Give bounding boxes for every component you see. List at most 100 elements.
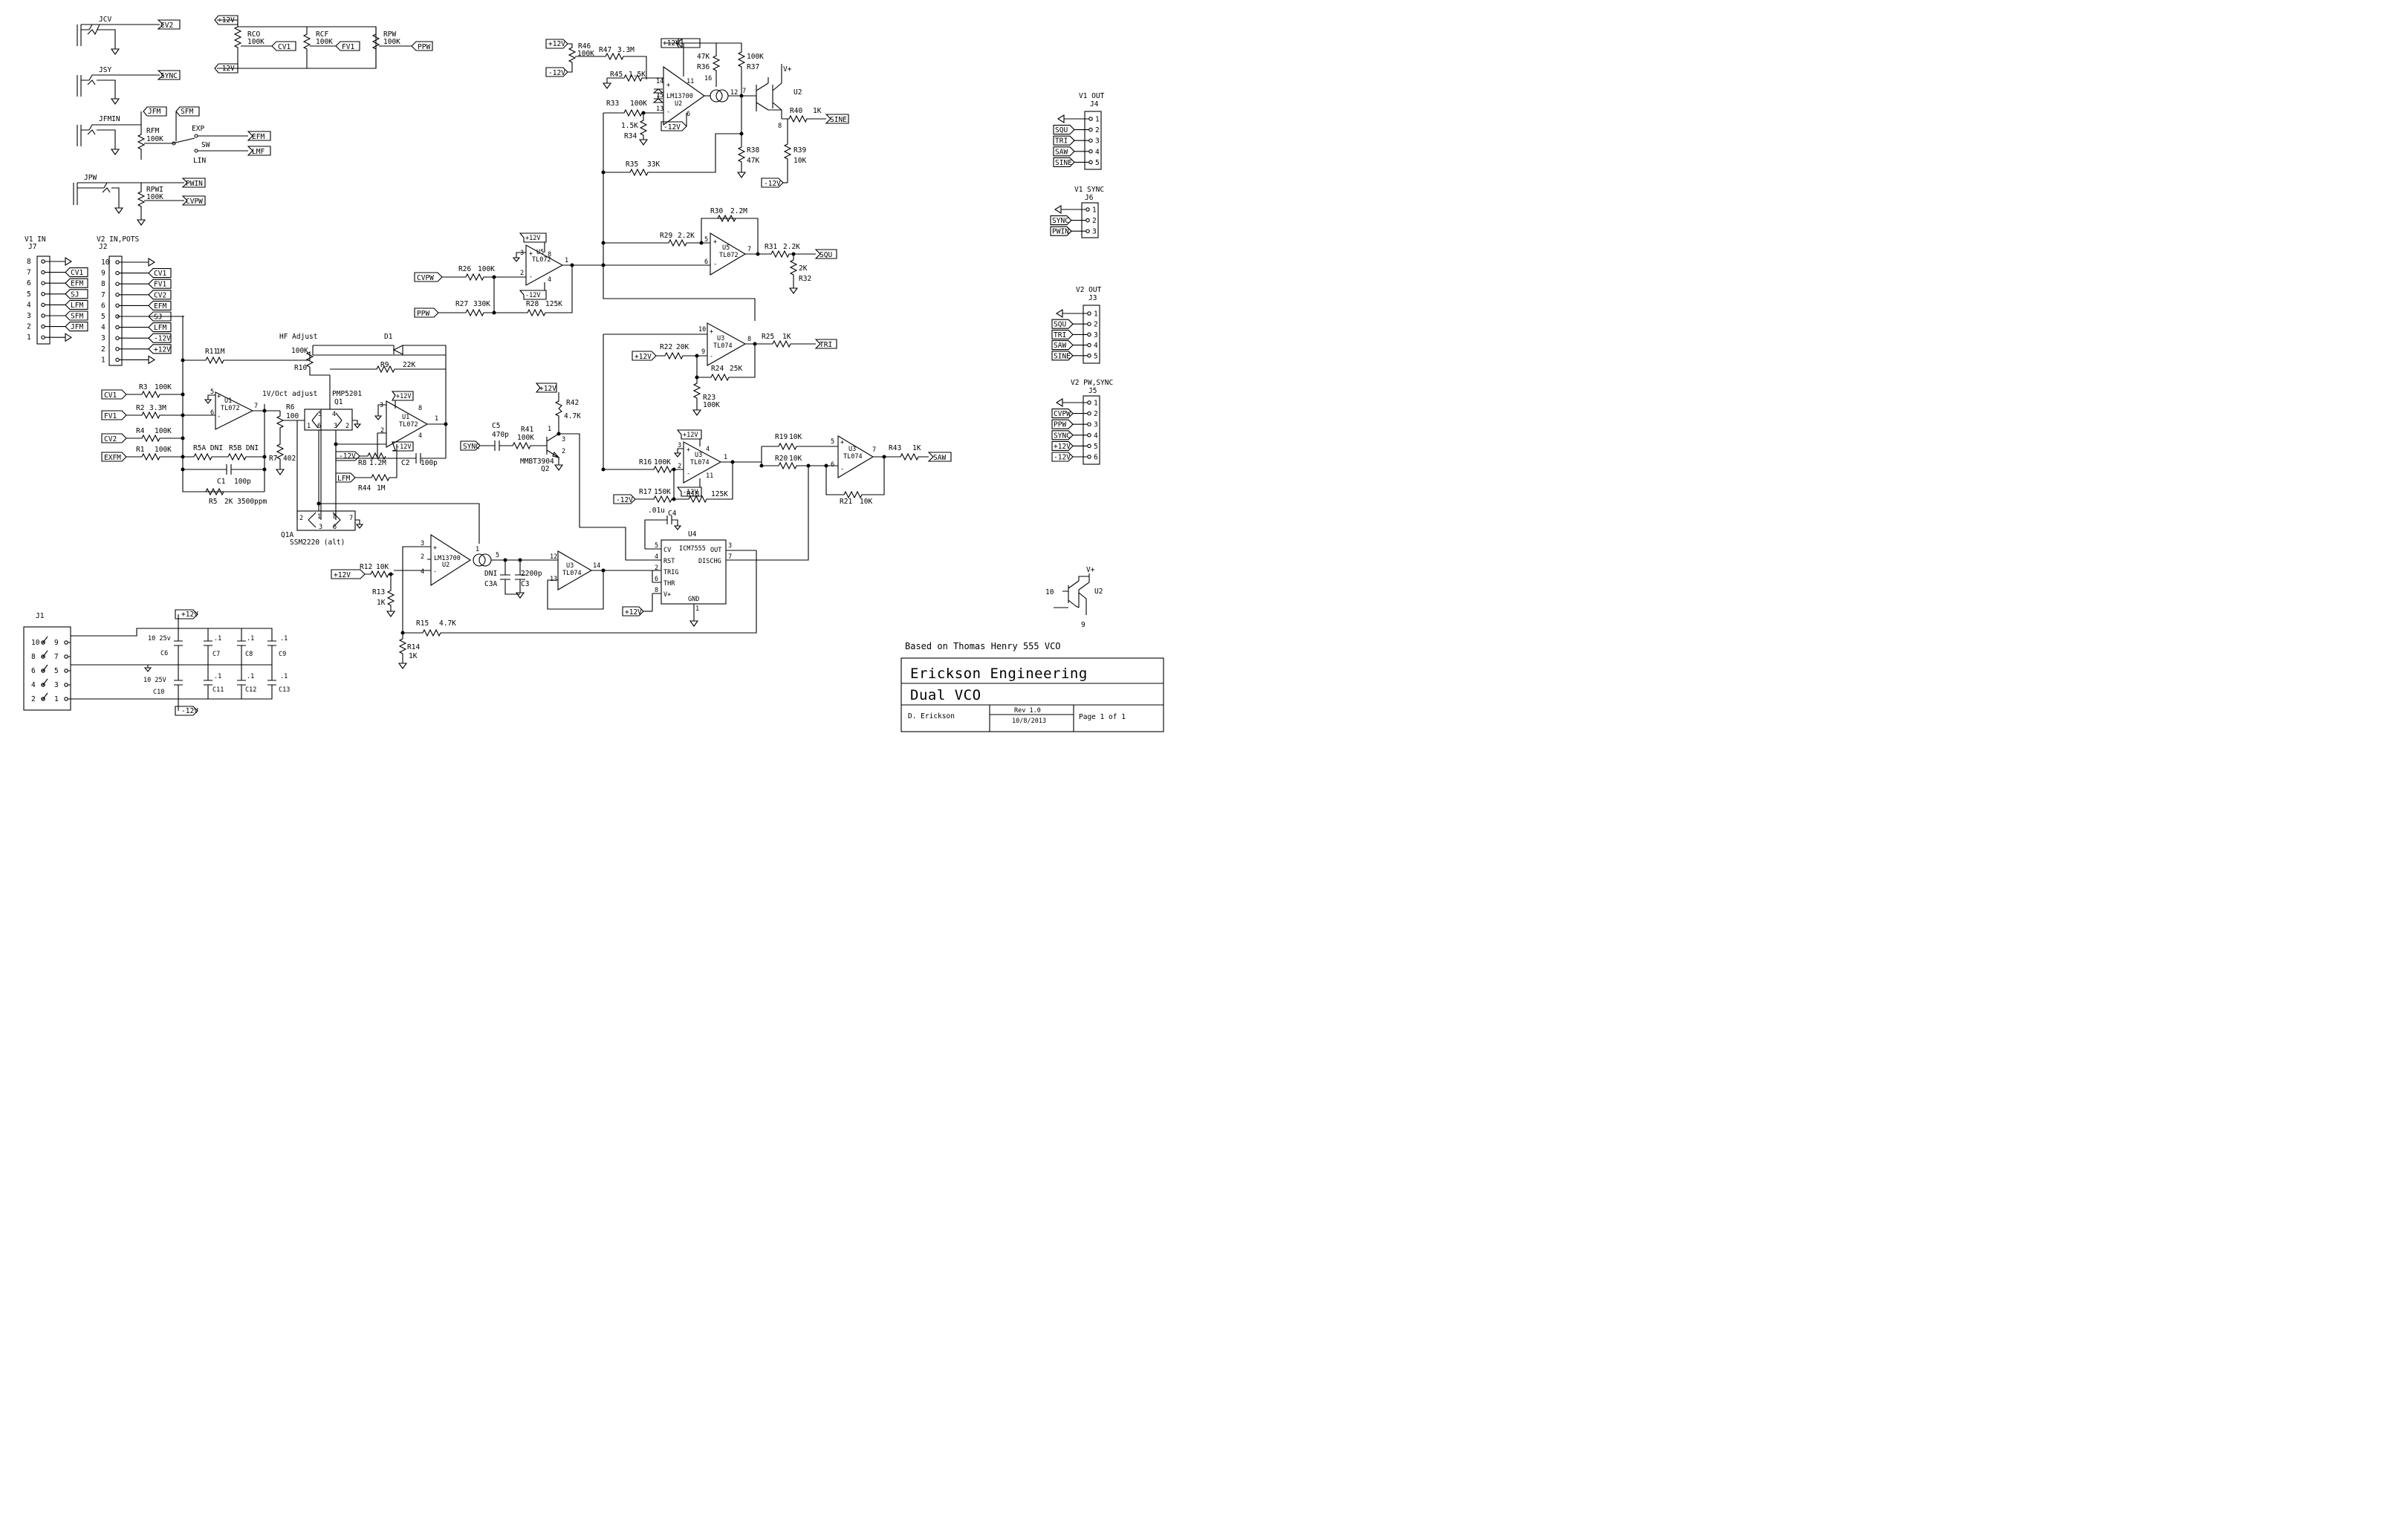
- svg-text:2: 2: [421, 553, 424, 561]
- r14-label: R14: [407, 643, 420, 651]
- r40-label: R40: [790, 107, 802, 115]
- pot-bank: +12V -12V RCO 100K CV1 RCF 100K FV1 RPW …: [214, 15, 433, 74]
- j2-pin-net: +12V: [154, 345, 171, 354]
- j4-pin-number: 5: [1095, 159, 1100, 167]
- j2-pin-1: 1: [101, 355, 156, 364]
- j6-pin-1: 1: [1054, 205, 1097, 215]
- j7-pin-number: 8: [27, 258, 31, 266]
- net-tri-label: TRI: [820, 341, 832, 349]
- saw-section: R16 100K U3 TL074 + - 3 2 4 11 1 +12V -1…: [601, 429, 952, 506]
- svg-text:13: 13: [656, 105, 663, 113]
- c8-value: .1: [247, 635, 254, 642]
- j5-pin-net: PPW: [1054, 421, 1066, 429]
- net-exfm-r1-label: EXFM: [104, 454, 121, 462]
- r8-value: 1.2M: [369, 459, 386, 467]
- r33-label: R33: [606, 100, 619, 108]
- svg-text:16: 16: [704, 75, 712, 82]
- pmp-label: PMP5201: [332, 390, 362, 398]
- r33-value: 100K: [630, 100, 647, 108]
- svg-text:3: 3: [421, 540, 424, 547]
- net-neg12-u5-label: -12V: [525, 292, 540, 299]
- net-neg12-pots-label: -12V: [218, 65, 235, 73]
- j3-pin-number: 4: [1094, 342, 1098, 350]
- u5b-label: U5: [722, 244, 730, 252]
- j4-pin-1: 1: [1057, 114, 1100, 124]
- r30-value: 2.2M: [730, 207, 747, 215]
- pot-rfm-value: 100K: [146, 135, 163, 143]
- r23-value: 100K: [703, 401, 720, 409]
- pin-thr-label: THR: [663, 580, 675, 588]
- net-pos12-u5-label: +12V: [525, 235, 540, 242]
- r11-value: 1M: [216, 348, 225, 356]
- net-fv1-rcf-label: FV1: [342, 43, 354, 51]
- r37-label: R37: [747, 63, 759, 71]
- j2-pin-net: FV1: [154, 281, 166, 289]
- svg-text:1: 1: [548, 426, 551, 433]
- net-squ-label: SQU: [820, 251, 832, 259]
- ota-u2-upper: [663, 65, 705, 126]
- r10-value: 100K: [291, 347, 308, 355]
- j2-pin-number: 3: [101, 334, 106, 342]
- r28-label: R28: [526, 300, 539, 308]
- j2-pin-number: 9: [101, 270, 106, 278]
- svg-text:4: 4: [332, 411, 336, 418]
- pot-rcf-label: RCF: [316, 30, 328, 39]
- c13-label: C13: [279, 686, 290, 694]
- j4-pin-net: SQU: [1055, 126, 1068, 134]
- opamp-u1b: [386, 400, 429, 448]
- title-date: 10/8/2013: [1012, 718, 1046, 725]
- ota-u2-lower: [430, 533, 472, 587]
- svg-text:+: +: [687, 446, 690, 454]
- r42-label: R42: [566, 399, 579, 407]
- r1-label: R1: [136, 446, 145, 454]
- svg-text:3: 3: [520, 250, 524, 257]
- j2-pin-number: 6: [101, 302, 106, 310]
- net-lmf-sw-label: LMF: [252, 148, 265, 156]
- net-neg12-u1b-label: -12V: [396, 443, 411, 451]
- j3-pin-number: 2: [1094, 321, 1098, 329]
- j4-pin-net: TRI: [1055, 137, 1068, 146]
- j5-ref: J5: [1088, 387, 1097, 395]
- pin-out-label: OUT: [710, 547, 721, 554]
- r31-label: R31: [765, 243, 777, 251]
- u3-saw2-type: TL074: [843, 453, 863, 461]
- svg-text:13: 13: [550, 576, 557, 583]
- svg-text:2: 2: [520, 270, 524, 277]
- j4-pin-number: 1: [1095, 116, 1100, 124]
- j1-pin-left-number: 8: [31, 653, 36, 661]
- svg-text:1: 1: [307, 423, 311, 430]
- svg-text:6: 6: [704, 258, 708, 266]
- r2-value: 3.3M: [149, 404, 166, 412]
- j7-pin-number: 3: [27, 312, 31, 320]
- opamp-u1a: [215, 391, 254, 430]
- j7-pin-number: 5: [27, 290, 31, 299]
- q1a-label: Q1A: [281, 531, 293, 539]
- svg-text:6: 6: [333, 524, 337, 531]
- j6-pin-net: PWIN: [1052, 228, 1069, 236]
- j4-pin-number: 2: [1095, 126, 1100, 134]
- pin-vp-label: V+: [663, 591, 671, 599]
- j2-pin-net: SJ: [154, 313, 162, 322]
- svg-text:4: 4: [548, 276, 551, 284]
- integrator-section: LM13700 U2 + - 3 2 4 1 5 +12V R12 10K R1…: [331, 533, 757, 669]
- r2-label: R2: [136, 404, 144, 412]
- j7-pin-number: 7: [27, 269, 31, 277]
- svg-text:8: 8: [778, 123, 782, 130]
- j2-pin-number: 4: [101, 324, 106, 332]
- r16-value: 100K: [654, 458, 671, 466]
- r20-label: R20: [775, 455, 788, 463]
- j6-pin-number: 3: [1092, 228, 1097, 236]
- j5-pin-net: SYNC: [1054, 432, 1071, 440]
- q1-label: Q1: [334, 398, 343, 406]
- r35-value: 33K: [647, 160, 660, 169]
- j2-pin-net: EFM: [154, 302, 166, 310]
- c11-value: .1: [214, 673, 221, 680]
- r4-label: R4: [136, 427, 145, 435]
- net-pos12-j1-label: +12V: [181, 611, 198, 619]
- j2-pin-6: 6 EFM: [101, 300, 172, 310]
